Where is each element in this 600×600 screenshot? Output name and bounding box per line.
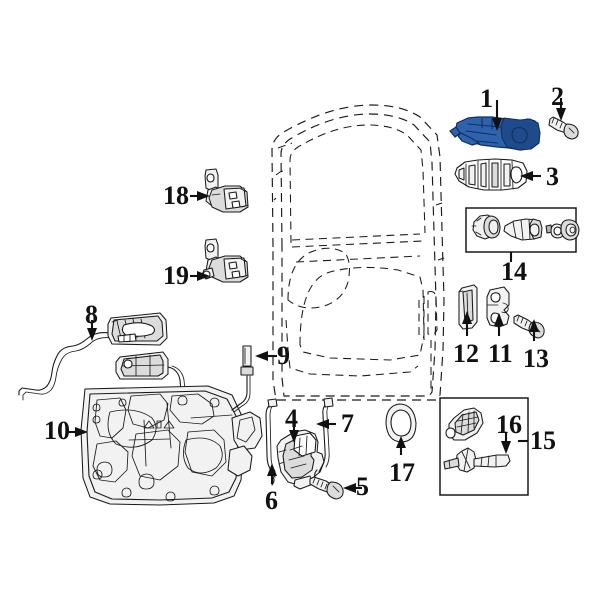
callout-label-10: 10 [44, 416, 70, 445]
part-8-door-wiring-harness [18, 312, 186, 401]
part-13-striker-screw [513, 314, 545, 339]
part-14-lock-cylinder-kit [465, 207, 580, 253]
callout-label-4: 4 [285, 404, 298, 433]
callout-label-16: 16 [496, 410, 522, 439]
leader-lines [68, 98, 566, 493]
callout-label-17: 17 [389, 458, 415, 487]
part-2-handle-screw [548, 116, 579, 140]
part-19-lower-door-hinge [201, 238, 249, 283]
part-16-key-blade [443, 447, 511, 473]
part-12-lock-cylinder-shield [458, 284, 478, 330]
part-18-upper-door-hinge [204, 168, 249, 213]
part-3-handle-bezel-cover [454, 158, 528, 191]
part-7-lock-link-rod [314, 397, 334, 480]
part-1-exterior-door-handle [449, 116, 541, 151]
part-10-window-regulator-carrier-plate [80, 385, 263, 506]
callout-label-11: 11 [488, 339, 513, 368]
callout-label-6: 6 [265, 486, 278, 515]
callout-label-15: 15 [530, 426, 556, 455]
callout-label-8: 8 [85, 300, 98, 329]
callout-label-3: 3 [546, 162, 559, 191]
callout-label-19: 19 [163, 261, 189, 290]
callout-label-13: 13 [523, 344, 549, 373]
part-11-door-latch-striker-plate [486, 286, 510, 328]
part-15-key-fob-kit [439, 397, 529, 496]
part-4-door-lock-actuator [276, 429, 325, 490]
part-17-rod-grommet [385, 403, 417, 443]
callout-label-9: 9 [277, 341, 290, 370]
callout-label-12: 12 [453, 339, 479, 368]
part-5-actuator-screw [309, 476, 344, 500]
part-9-lock-knob-rod [231, 345, 254, 413]
callout-label-18: 18 [163, 181, 189, 210]
callout-label-2: 2 [551, 82, 564, 111]
callout-label-5: 5 [356, 472, 369, 501]
callout-label-7: 7 [341, 409, 354, 438]
front-door-shell-outline [271, 104, 445, 401]
callout-label-14: 14 [501, 257, 527, 286]
callout-label-1: 1 [480, 84, 493, 113]
